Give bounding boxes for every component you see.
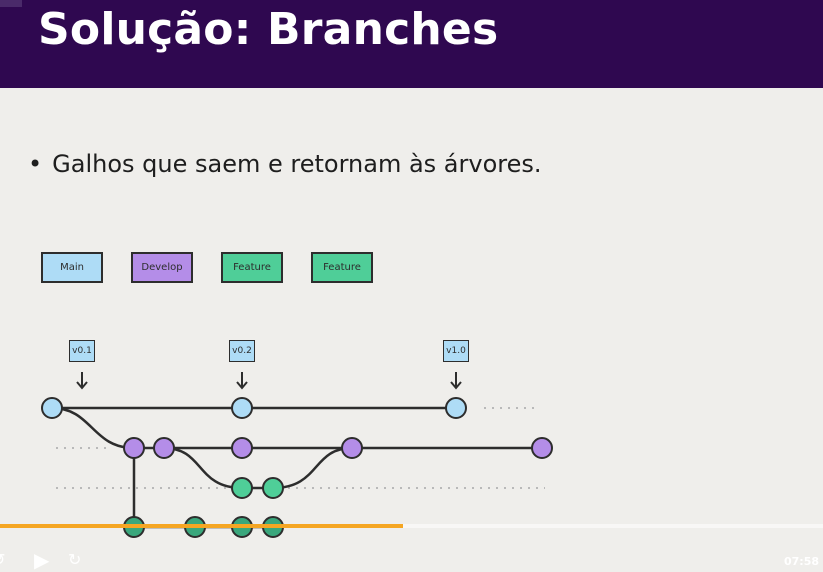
tag-v1-0: v1.0 — [443, 340, 469, 362]
forward-10-icon[interactable]: ↻ — [68, 550, 82, 569]
video-progress-fill — [0, 524, 404, 528]
feature-merge-curve — [272, 446, 353, 490]
tag-arrowhead-v0-2 — [236, 381, 248, 390]
commit-main — [445, 397, 467, 419]
commit-feature — [262, 477, 284, 499]
develop-branch-curve — [51, 406, 135, 450]
video-progress-bar[interactable] — [0, 524, 823, 528]
commit-main — [41, 397, 63, 419]
tag-arrowhead-v0-1 — [76, 381, 88, 390]
commit-develop — [531, 437, 553, 459]
slide-title: Solução: Branches — [38, 4, 499, 55]
video-controls: ↺ ▶ ↻ 07:58 — [0, 528, 823, 572]
bullet-dot-icon: • — [28, 150, 43, 178]
window-corner — [0, 0, 22, 7]
feature-branch-curve — [163, 446, 243, 490]
commit-develop — [153, 437, 175, 459]
bullet-text: Galhos que saem e retornam às árvores. — [52, 150, 542, 178]
commit-develop — [123, 437, 145, 459]
legend-main: Main — [41, 252, 103, 283]
tag-v0-1: v0.1 — [69, 340, 95, 362]
play-icon[interactable]: ▶ — [34, 548, 50, 572]
tag-arrowhead-v1-0 — [450, 381, 462, 390]
rewind-10-icon[interactable]: ↺ — [0, 550, 5, 569]
commit-main — [231, 397, 253, 419]
tag-v0-2: v0.2 — [229, 340, 255, 362]
legend-feature: Feature — [221, 252, 283, 283]
bullet-point: • Galhos que saem e retornam às árvores. — [28, 150, 541, 178]
commit-develop — [341, 437, 363, 459]
commit-develop — [231, 437, 253, 459]
commit-feature — [231, 477, 253, 499]
legend-develop: Develop — [131, 252, 193, 283]
legend-feature-2: Feature — [311, 252, 373, 283]
slide-header: Solução: Branches — [0, 0, 823, 88]
